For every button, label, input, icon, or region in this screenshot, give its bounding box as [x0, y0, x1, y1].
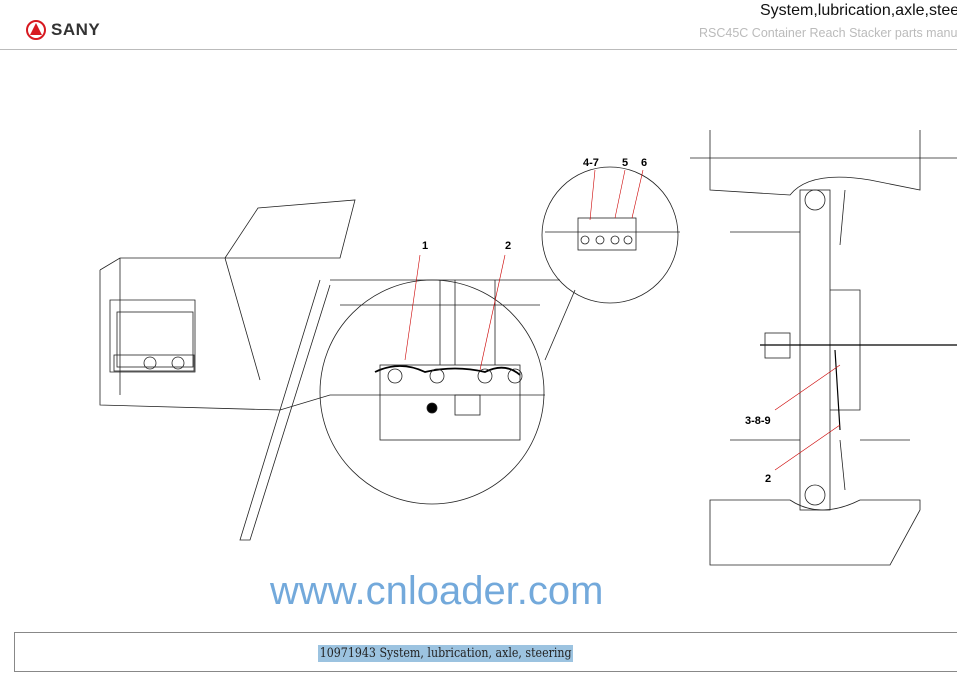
page-title: System,lubrication,axle,steering [760, 2, 957, 19]
callout-6: 6 [641, 157, 647, 169]
side-view: 1 2 [99, 199, 576, 541]
caption-text: 10971943 System, lubrication, axle, stee… [318, 645, 574, 662]
watermark: www.cnloader.com [270, 569, 604, 613]
technical-drawing: 1 2 4-7 5 6 3-8-9 2 [99, 130, 957, 566]
callout-4-7: 4-7 [583, 157, 599, 169]
callout-5: 5 [622, 157, 628, 169]
callout-2: 2 [505, 240, 511, 252]
brand-name: SANY [51, 20, 101, 39]
header-divider [0, 49, 957, 50]
page-subtitle: RSC45C Container Reach Stacker parts man… [699, 26, 957, 40]
sany-logo-icon [26, 20, 46, 40]
callout-2-axle: 2 [765, 473, 771, 485]
detail-view: 4-7 5 6 [541, 157, 680, 304]
sany-logo: SANY [26, 20, 100, 40]
callout-3-8-9: 3-8-9 [745, 415, 771, 427]
caption-box [14, 632, 957, 672]
callout-1: 1 [422, 240, 428, 252]
axle-view: 3-8-9 2 [690, 130, 957, 566]
